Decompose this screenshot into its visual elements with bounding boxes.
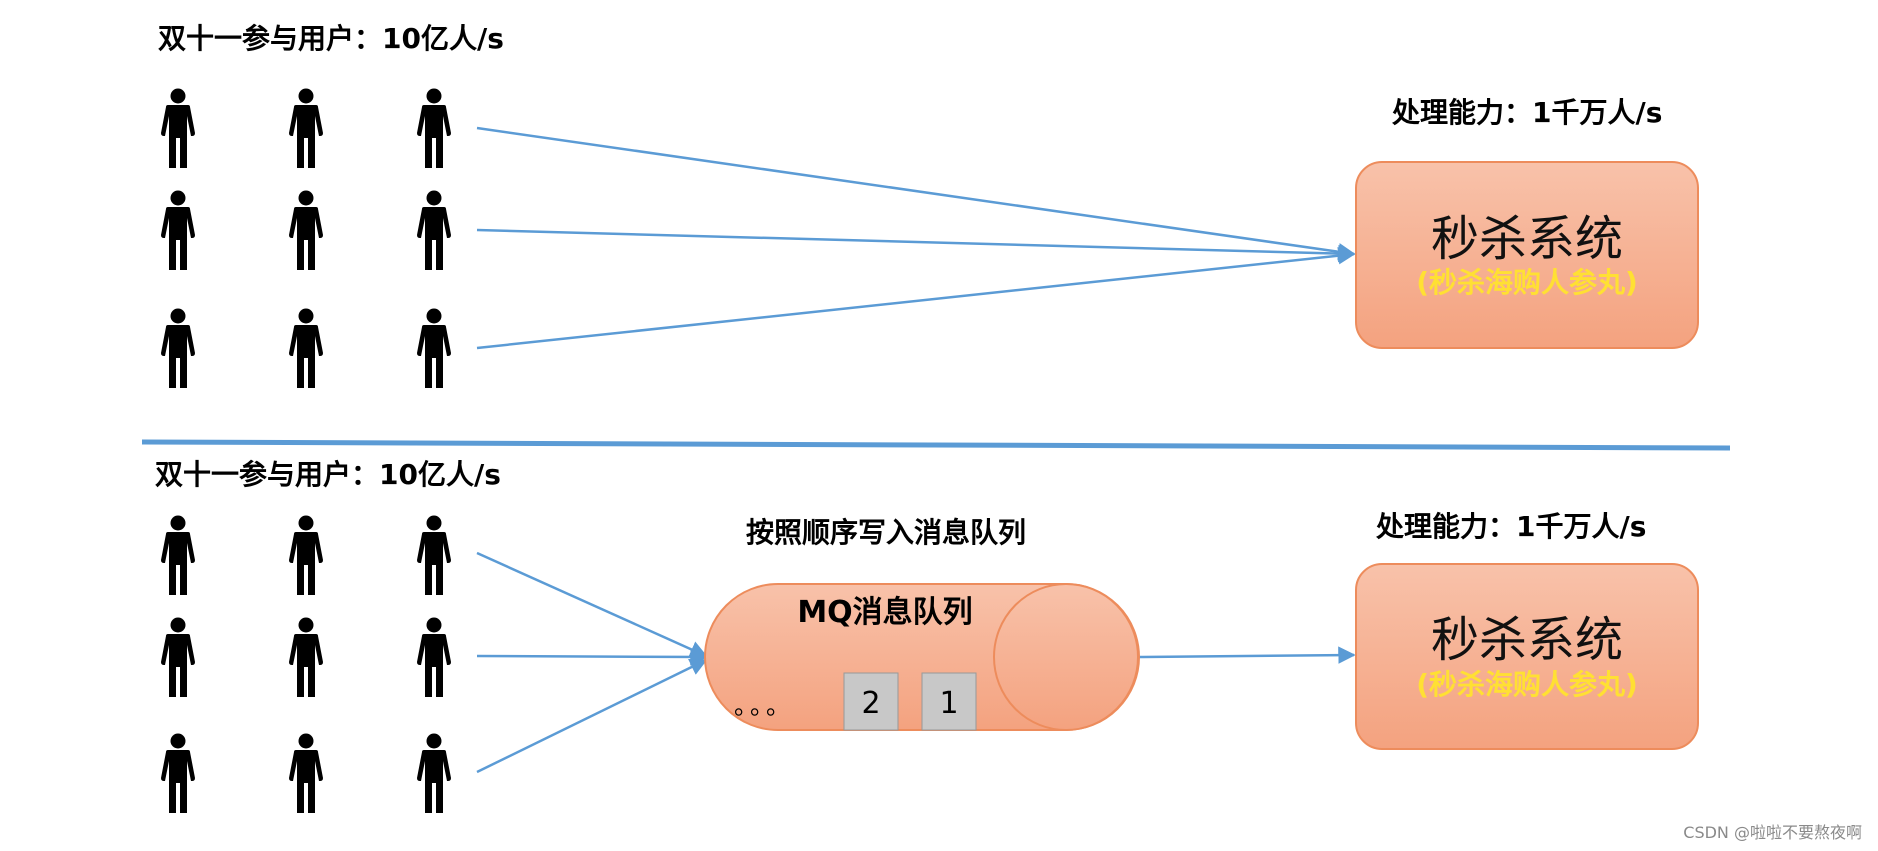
bottom-capacity-label: 处理能力：1千万人/s — [1375, 510, 1646, 543]
person-icon — [289, 617, 323, 697]
person-icon — [289, 190, 323, 270]
person-icon — [417, 733, 451, 813]
system-subtitle: (秒杀海购人参丸) — [1416, 266, 1638, 299]
person-icon — [289, 308, 323, 388]
queue-item: 2 — [843, 672, 899, 731]
person-icon — [161, 617, 195, 697]
queue-ellipsis: 。。。 — [734, 692, 794, 720]
queue-item-label: 2 — [861, 686, 880, 721]
top-user-grid — [161, 88, 451, 388]
person-icon — [161, 308, 195, 388]
system-title: 秒杀系统 — [1431, 211, 1623, 267]
mq-queue: MQ消息队列 。。。 2 1 — [704, 583, 1140, 731]
arrow — [1137, 646, 1356, 664]
arrow — [476, 648, 708, 666]
person-icon — [417, 88, 451, 168]
person-icon — [289, 733, 323, 813]
system-box — [1355, 563, 1699, 750]
person-icon — [417, 308, 451, 388]
section-divider — [141, 439, 1731, 451]
person-icon — [161, 733, 195, 813]
write-queue-label: 按照顺序写入消息队列 — [746, 516, 1026, 549]
system-box — [1355, 161, 1699, 349]
top-seckill-system: 秒杀系统 (秒杀海购人参丸) — [1355, 161, 1699, 349]
person-icon — [161, 190, 195, 270]
watermark: CSDN @啦啦不要熬夜啊 — [1683, 823, 1862, 842]
top-capacity-label: 处理能力：1千万人/s — [1391, 96, 1662, 129]
person-icon — [417, 190, 451, 270]
person-icon — [289, 515, 323, 595]
bottom-user-grid — [161, 515, 451, 813]
queue-item-label: 1 — [939, 686, 958, 721]
person-icon — [161, 88, 195, 168]
queue-item-box — [843, 672, 899, 731]
system-subtitle: (秒杀海购人参丸) — [1416, 668, 1638, 701]
bottom-users-label: 双十一参与用户：10亿人/s — [155, 458, 501, 491]
arrow — [476, 246, 1356, 350]
top-section: 双十一参与用户：10亿人/s 处理能力：1千万人/s 秒杀系统 (秒杀海购人参丸… — [158, 22, 1699, 388]
queue-item: 1 — [921, 672, 977, 731]
arrow — [476, 658, 708, 774]
bottom-section: 双十一参与用户：10亿人/s 按照顺序写入消息队列 MQ消息队列 。。。 — [155, 458, 1699, 813]
system-title: 秒杀系统 — [1431, 612, 1623, 668]
person-icon — [289, 88, 323, 168]
queue-title: MQ消息队列 — [797, 595, 972, 630]
arrow — [476, 551, 708, 658]
person-icon — [417, 515, 451, 595]
arrow — [476, 228, 1356, 263]
queue-end-cap — [993, 583, 1139, 731]
top-arrows — [476, 126, 1356, 350]
top-users-label: 双十一参与用户：10亿人/s — [158, 22, 504, 55]
bottom-arrows — [476, 551, 1356, 774]
bottom-seckill-system: 秒杀系统 (秒杀海购人参丸) — [1355, 563, 1699, 750]
queue-item-box — [921, 672, 977, 731]
arrow — [476, 126, 1356, 261]
person-icon — [417, 617, 451, 697]
person-icon — [161, 515, 195, 595]
